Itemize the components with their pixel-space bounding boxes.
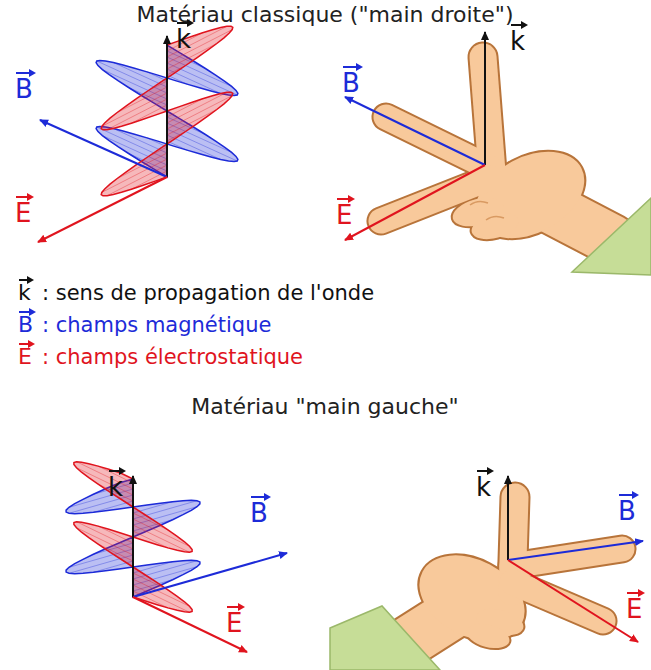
wave-shading: [77, 462, 134, 489]
legend-symbol: B: [18, 309, 33, 336]
vector-label: k: [476, 468, 491, 500]
vector-axes: [508, 476, 643, 642]
wave-shading: [133, 519, 190, 546]
vector-axes: [38, 36, 167, 242]
vector-label: B: [250, 494, 268, 526]
wave-shape: [74, 462, 192, 613]
wave-shading: [167, 132, 186, 142]
vector-label: B: [618, 492, 636, 524]
vector-label: B: [15, 70, 33, 102]
wave-shading: [102, 93, 167, 126]
wave-shading: [77, 522, 134, 549]
wave-shading: [77, 468, 134, 495]
section-heading: Matériau classique ("main droite"): [137, 2, 514, 27]
vector-label: k: [510, 22, 525, 54]
vector-label: k: [176, 20, 191, 52]
legend-text: : champs magnétique: [42, 313, 271, 337]
wave-shading: [148, 81, 167, 91]
legend-symbol: E: [18, 341, 32, 368]
wave-shading: [107, 99, 167, 130]
wave-shading: [167, 66, 186, 76]
wave-shading: [77, 528, 134, 555]
wave-shape: [101, 26, 233, 196]
wave-shading: [102, 159, 167, 192]
vector-axes: [133, 476, 287, 652]
vector-label: E: [626, 590, 642, 622]
vector-label: E: [226, 604, 242, 636]
legend-text: : champs électrostatique: [42, 345, 303, 369]
right-hand: [381, 57, 651, 275]
wave-shading: [167, 99, 203, 117]
legend-symbol: k: [18, 277, 31, 304]
wave-shading: [117, 87, 167, 113]
vector-label: B: [342, 64, 360, 96]
wave-shading: [167, 92, 227, 123]
vector-axes: [345, 32, 485, 240]
legend-text: : sens de propagation de l'onde: [42, 281, 374, 305]
wave-shading: [167, 96, 232, 129]
vector-label: E: [15, 194, 31, 226]
wave-shading: [98, 526, 133, 543]
wave-shading: [167, 26, 227, 57]
vector-label: k: [108, 468, 123, 500]
section-heading: Matériau "main gauche": [191, 394, 458, 419]
electric-wave: [101, 26, 233, 196]
vector-label: E: [336, 196, 352, 228]
electric-wave: [74, 462, 192, 613]
wave-shading: [148, 147, 167, 157]
wave-shading: [133, 525, 190, 552]
left-hand: [330, 497, 622, 670]
wave-shading: [133, 573, 168, 590]
wave-shading: [133, 513, 168, 530]
